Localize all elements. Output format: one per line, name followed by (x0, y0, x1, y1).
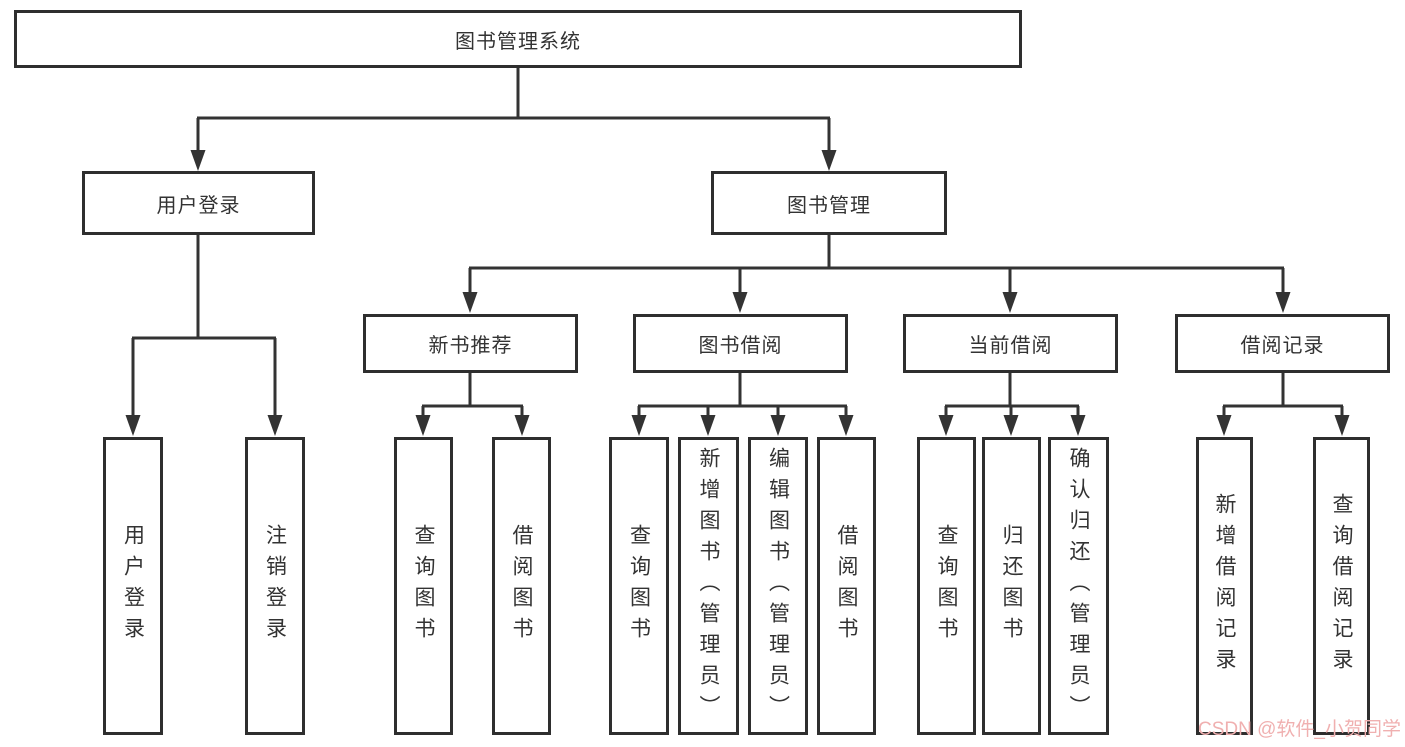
leaf-user-login-label: 用户登录 (121, 524, 145, 648)
node-current-borrowing-label: 当前借阅 (968, 335, 1053, 357)
node-borrowing-records: 借阅记录 (1175, 314, 1390, 373)
node-book-mgmt-group: 图书管理 (711, 171, 947, 235)
leaf-record-query-label: 查询借阅记录 (1330, 493, 1353, 679)
node-user-login-group-label: 用户登录 (156, 194, 241, 217)
leaf-borrowing-query-books-label: 查询图书 (627, 524, 651, 648)
leaf-borrowing-add-books: 新增图书（管理员） (678, 437, 739, 735)
node-book-mgmt-group-label: 图书管理 (787, 194, 871, 217)
leaf-current-query-books-label: 查询图书 (935, 524, 958, 648)
leaf-recommend-query-books: 查询图书 (394, 437, 453, 735)
node-book-borrowing-label: 图书借阅 (698, 335, 783, 357)
leaf-logout: 注销登录 (245, 437, 305, 735)
csdn-watermark: CSDN @软件_小贺同学 (1198, 719, 1401, 740)
node-current-borrowing: 当前借阅 (903, 314, 1118, 373)
leaf-current-return-books-label: 归还图书 (1000, 524, 1023, 648)
leaf-recommend-borrow-books: 借阅图书 (492, 437, 551, 735)
leaf-borrowing-add-books-label: 新增图书（管理员） (697, 446, 720, 726)
leaf-borrowing-edit-books-label: 编辑图书（管理员） (766, 446, 790, 726)
leaf-user-login: 用户登录 (103, 437, 163, 735)
leaf-record-add: 新增借阅记录 (1196, 437, 1253, 735)
leaf-current-confirm-return: 确认归还（管理员） (1048, 437, 1109, 735)
leaf-current-query-books: 查询图书 (917, 437, 976, 735)
node-new-book-recommend: 新书推荐 (363, 314, 578, 373)
leaf-recommend-query-books-label: 查询图书 (412, 524, 435, 648)
leaf-borrowing-borrow-books-label: 借阅图书 (835, 524, 858, 648)
node-user-login-group: 用户登录 (82, 171, 315, 235)
node-root: 图书管理系统 (14, 10, 1022, 68)
leaf-record-query: 查询借阅记录 (1313, 437, 1370, 735)
leaf-record-add-label: 新增借阅记录 (1213, 493, 1236, 679)
leaf-borrowing-borrow-books: 借阅图书 (817, 437, 876, 735)
node-book-borrowing: 图书借阅 (633, 314, 848, 373)
leaf-logout-label: 注销登录 (263, 524, 287, 648)
node-new-book-recommend-label: 新书推荐 (428, 335, 513, 357)
leaf-recommend-borrow-books-label: 借阅图书 (510, 524, 533, 648)
leaf-current-return-books: 归还图书 (982, 437, 1041, 735)
node-borrowing-records-label: 借阅记录 (1240, 335, 1325, 357)
leaf-current-confirm-return-label: 确认归还（管理员） (1067, 446, 1090, 726)
node-root-label: 图书管理系统 (455, 30, 581, 53)
leaf-borrowing-query-books: 查询图书 (609, 437, 669, 735)
leaf-borrowing-edit-books: 编辑图书（管理员） (748, 437, 808, 735)
